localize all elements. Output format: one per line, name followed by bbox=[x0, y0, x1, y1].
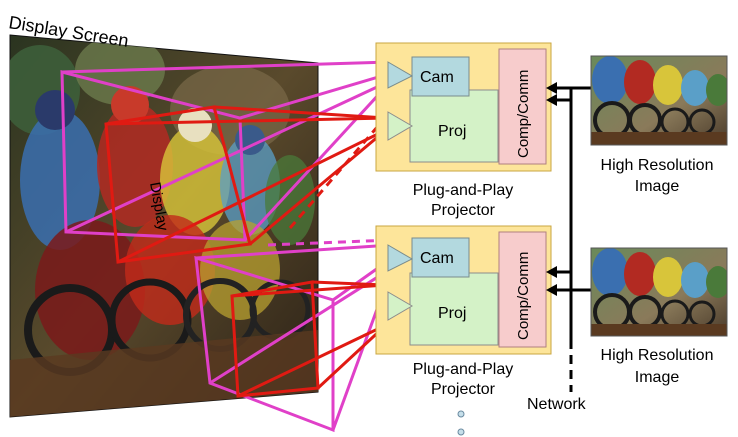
projector-2-cam-label: Cam bbox=[420, 250, 454, 267]
network bbox=[546, 82, 591, 392]
image-2-caption-line1: High Resolution bbox=[601, 347, 714, 364]
projector-2-proj-lens bbox=[387, 291, 413, 321]
projector-1-cam-box bbox=[411, 56, 470, 97]
projector-1: Cam Proj Comp/Comm Plug-and-Play Project… bbox=[375, 42, 552, 219]
projector-2-cam-lens bbox=[387, 244, 414, 272]
projector-2-cam-box bbox=[411, 237, 470, 278]
projector-1-caption-line2: Projector bbox=[431, 202, 496, 219]
projector-2-proj-label: Proj bbox=[438, 305, 466, 322]
network-label: Network bbox=[527, 396, 587, 413]
image-1-caption-line2: Image bbox=[635, 178, 680, 195]
projector-2-display-beam bbox=[230, 280, 388, 398]
high-res-image-2: High Resolution Image bbox=[590, 247, 728, 386]
projector-1-cam-label: Cam bbox=[420, 69, 454, 86]
projector-1-proj-label: Proj bbox=[438, 123, 466, 140]
projector-2-comp-box bbox=[498, 231, 547, 348]
projector-2-caption-line1: Plug-and-Play bbox=[413, 361, 514, 378]
projector-2-comp-label: Comp/Comm bbox=[515, 252, 532, 340]
projector-1-display-beam bbox=[104, 105, 387, 264]
projector-1-proj-box bbox=[409, 89, 499, 163]
projector-1-cam-lens bbox=[387, 61, 414, 89]
projector-1-comp-box bbox=[498, 48, 547, 165]
projector-1-comp-label: Comp/Comm bbox=[515, 70, 532, 158]
projector-1-proj-lens bbox=[387, 111, 413, 141]
image-1-caption-line1: High Resolution bbox=[601, 157, 714, 174]
projector-2-caption-line2: Projector bbox=[431, 381, 496, 398]
projector-2-proj-box bbox=[409, 272, 499, 346]
high-res-image-1: High Resolution Image bbox=[590, 55, 728, 195]
image-2-caption-line2: Image bbox=[635, 369, 680, 386]
continuation-dots bbox=[457, 410, 465, 436]
projector-2: Cam Proj Comp/Comm Plug-and-Play Project… bbox=[375, 225, 552, 398]
projector-1-caption-line1: Plug-and-Play bbox=[413, 182, 514, 199]
